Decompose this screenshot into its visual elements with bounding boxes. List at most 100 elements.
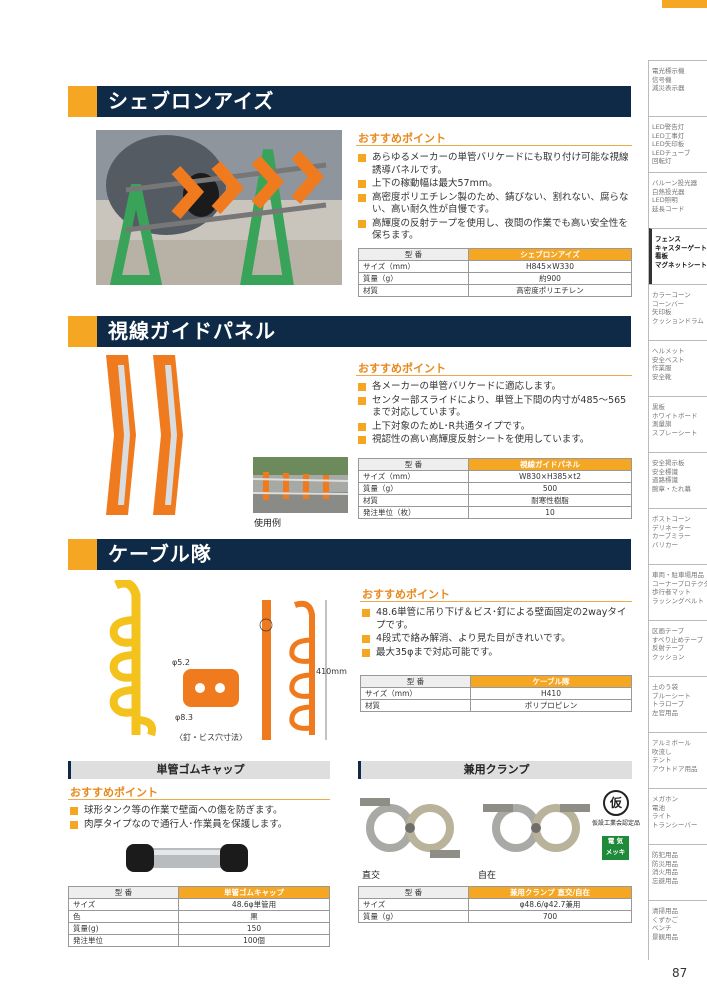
sidebar-category-label: 反射テープ [652,644,685,653]
sidebar-category-label: バリカー [652,540,678,549]
spec-row: 質量（g）700 [358,910,632,923]
sidebar-category-label: スプレーシート [652,428,698,437]
spec-row: 質量（g）約900 [358,272,632,285]
bullet-item: あらゆるメーカーの単管バリケードにも取り付け可能な視線誘導パネルです。 [358,152,632,177]
section-header-tab [68,539,97,570]
spec-table: 型 番シェブロンアイズ サイズ（mm）H845×W330 質量（g）約900 材… [358,248,632,297]
bullet-item: 各メーカーの単管バリケードに適応します。 [358,381,632,394]
section-header-cable: ケーブル隊 [68,539,631,570]
sidebar-category-5[interactable]: ヘルメット安全ベスト作業服安全靴 [649,340,707,396]
sidebar-category-7[interactable]: 安全掲示板安全標識道路標識腕章・たれ幕 [649,452,707,508]
certification-mark-icon: 仮 [603,790,629,816]
sidebar-category-label: カラーコーン [652,291,691,299]
sidebar-category-label: 信号機 [652,75,672,84]
spec-row: 材質ポリプロピレン [360,699,632,712]
sidebar-category-label: 矢印板 [652,308,672,317]
sidebar-category-label: 土のう袋 [652,683,678,691]
sidebar-category-6[interactable]: 黒板ホワイトボード測量旗スプレーシート [649,396,707,452]
sidebar-category-label: 区画テープ [652,627,685,635]
section-header-tab [68,316,97,347]
sidebar-category-12[interactable]: アルミボール吹流しテントアウトドア用品 [649,732,707,788]
spec-row: 型 番単管ゴムキャップ [68,886,330,899]
bullet-list: あらゆるメーカーの単管バリケードにも取り付け可能な視線誘導パネルです。 上下の稼… [358,152,632,244]
sidebar-category-14[interactable]: 防犯用品防災用品消火用品忘避用品 [649,844,707,900]
section-header-tab [68,86,97,117]
spec-table: 型 番ケーブル隊 サイズ（mm）H410 材質ポリプロピレン [360,675,632,712]
sidebar-category-9[interactable]: 車両・駐車場用品コーナープロテクター歩行者マットラッシングベルト [649,564,707,620]
points-heading: おすすめポイント [362,588,450,601]
hole-dim-caption: 〈釘・ビス穴寸法〉 [175,733,247,742]
spec-table: 型 番視線ガイドパネル サイズ（mm）W830×H385×t2 質量（g）500… [358,458,632,519]
cable-hanger-orange-drawing [259,600,327,740]
bullet-list: 48.6単管に吊り下げ＆ビス･釘による壁面固定の2wayタイプです。 4段式で絡… [362,607,632,660]
bullet-item: 上下の稼動幅は最大57mm。 [358,178,632,191]
sidebar-category-15[interactable]: 清掃用品くずかごベンチ景観用品 [649,900,707,956]
spec-row: 材質高密度ポリエチレン [358,284,632,297]
sidebar-category-label: 看板 [655,252,668,261]
spec-row: サイズ（mm）H410 [360,687,632,700]
sidebar-category-label: 安全標識 [652,467,678,476]
sidebar-category-label: メガホン [652,795,678,803]
sidebar-category-label: ポストコーン [652,515,691,523]
clamp-caption-orthogonal: 直交 [362,871,381,881]
points-underline [68,799,330,800]
clamp-swivel-photo [483,804,590,852]
sidebar-category-8[interactable]: ポストコーンデリネーターカーブミラーバリカー [649,508,707,564]
hole-dimension-diagram [183,669,239,707]
sidebar-category-3[interactable]: フェンスキャスターゲート看板マグネットシート [649,228,707,284]
sidebar-category-label: 歩行者マット [652,588,691,597]
spec-row: サイズ（mm）H845×W330 [358,260,632,273]
clamp-caption-swivel: 自在 [478,871,497,881]
sidebar-category-label: 作業服 [652,364,672,373]
points-heading: おすすめポイント [358,132,446,145]
hole-dim-bottom: φ8.3 [175,713,193,722]
rubber-cap-photo [126,844,248,872]
points-underline [356,145,632,146]
sidebar-category-label: 防犯用品 [652,851,678,859]
section-title: ケーブル隊 [108,542,212,566]
points-underline [356,375,632,376]
clamp-orthogonal-photo [360,798,460,858]
usage-caption: 使用例 [254,519,282,529]
sidebar-category-label: テント [652,756,672,765]
subsection-header-clamp: 兼用クランプ [358,761,632,779]
points-underline [360,601,632,602]
sidebar-category-label: 道路標識 [652,476,678,485]
spec-row: 色黒 [68,910,330,923]
sidebar-category-10[interactable]: 区画テープすべり止めテープ反射テープクッション [649,620,707,676]
section-header-guide: 視線ガイドパネル [68,316,631,347]
plating-badge-line2: メッキ [605,848,626,856]
bullet-list: 球形タンク等の作業で壁面への傷を防ぎます。 肉厚タイプなので通行人･作業員を保護… [70,805,332,832]
sidebar-category-label: キャスターゲート [655,243,707,252]
height-dim: 410mm [316,667,347,676]
spec-row: サイズ（mm）W830×H385×t2 [358,470,632,483]
sidebar-category-label: トラロープ [652,700,685,709]
sidebar-category-label: 忘避用品 [652,876,678,885]
spec-row: 型 番シェブロンアイズ [358,248,632,261]
spec-row: 発注単位（枚）10 [358,506,632,519]
bullet-item: 視認性の高い高輝度反射シートを使用しています。 [358,434,632,447]
sidebar-category-0[interactable]: 電光標示機信号機減災表示器 [649,60,707,116]
usage-example-photo [253,457,348,513]
sidebar-category-label: 清掃用品 [652,907,678,915]
spec-row: 質量(g)150 [68,922,330,935]
sidebar-category-label: すべり止めテープ [652,635,704,644]
sidebar-category-13[interactable]: メガホン電池ライトトランシーバー [649,788,707,844]
sidebar-category-label: 安全掲示板 [652,459,685,467]
section-title: 視線ガイドパネル [108,319,276,343]
sidebar-category-label: クッション [652,652,685,661]
sidebar-category-11[interactable]: 土のう袋ブルーシートトラロープ左官用品 [649,676,707,732]
subsection-header-cap: 単管ゴムキャップ [68,761,330,779]
sidebar-category-4[interactable]: カラーコーンコーンバー矢印板クッションドラム [649,284,707,340]
cable-hanger-yellow-photo [109,580,156,737]
bullet-item: 最大35φまで対応可能です。 [362,647,632,660]
sidebar-category-label: バルーン投光器 [652,179,698,187]
page-number: 87 [672,966,688,980]
sidebar-category-label: デリネーター [652,523,691,532]
